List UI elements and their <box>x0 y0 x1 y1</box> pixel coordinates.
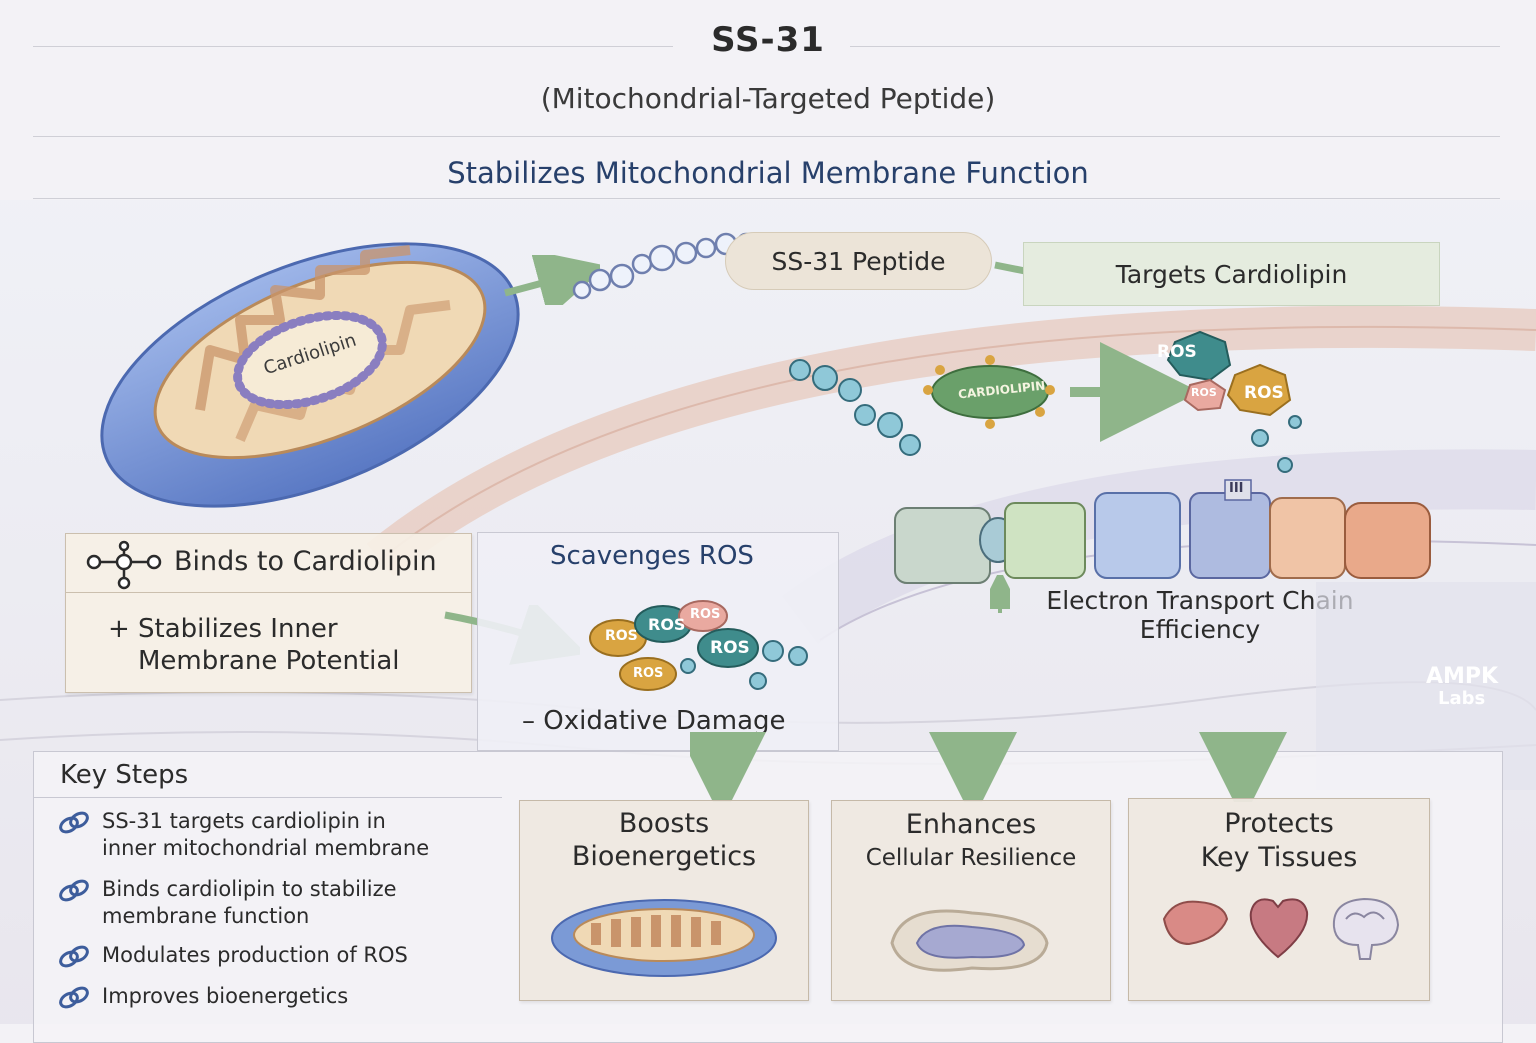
binds-panel-divider <box>66 592 471 593</box>
cardiolipin-ring <box>233 310 387 410</box>
outcome-title-line1: Enhances <box>905 809 1037 840</box>
outcome-card-tissues: Protects Key Tissues <box>1128 798 1430 1001</box>
title-rule-right <box>850 46 1500 47</box>
arrow-mito-to-peptide <box>504 255 600 305</box>
link-icon <box>59 811 89 834</box>
peptide-label-pill: SS-31 Peptide <box>725 232 992 290</box>
etc-label-line1: Electron Transport Chain <box>1046 586 1354 615</box>
ros-scavenge-label-2: ROS <box>648 615 686 634</box>
ros-scavenge-label-3: ROS <box>690 607 721 622</box>
outcome-title-line1: Boosts <box>618 808 710 839</box>
arrow-up-etc <box>990 575 1010 613</box>
membrane-molecules <box>789 330 1302 473</box>
electron-transport-chain-illustration <box>894 479 1431 584</box>
outcome-card-resilience: Enhances Cellular Resilience <box>831 800 1111 1001</box>
outcome-card-bioenergetics: Boosts Bioenergetics <box>519 800 809 1001</box>
ros-scavenge-label-1: ROS <box>605 628 638 644</box>
outcome-title-line1: Protects <box>1224 808 1334 839</box>
molecule-icon <box>86 540 162 590</box>
liver-icon <box>1162 900 1229 946</box>
ros-scavenge-illustration <box>589 600 808 691</box>
complex-iii-label: III <box>1229 481 1244 496</box>
binds-cardiolipin-panel <box>65 533 472 693</box>
key-step-line1: Binds cardiolipin to stabilize <box>102 877 397 901</box>
targets-cardiolipin-box: Targets Cardiolipin <box>1023 242 1440 306</box>
targets-cardiolipin-label: Targets Cardiolipin <box>1115 259 1348 289</box>
mitochondrion-small-icon <box>551 899 777 977</box>
subtitle-rule <box>33 136 1500 137</box>
key-steps-divider <box>34 797 502 798</box>
key-step-item: Improves bioenergetics <box>58 983 348 1011</box>
watermark-line2: Labs <box>1438 688 1486 709</box>
key-steps-title: Key Steps <box>60 760 189 790</box>
ros-label-top-1: ROS <box>1157 342 1197 362</box>
link-icon <box>59 879 89 902</box>
scavenge-panel-title: Scavenges ROS <box>550 541 754 571</box>
heart-icon <box>1249 898 1309 959</box>
binds-panel-line1: + Stabilizes Inner <box>108 614 338 644</box>
cell-icon <box>890 909 1049 972</box>
key-step-line2: inner mitochondrial membrane <box>102 836 430 860</box>
watermark-line1: AMPK <box>1426 664 1499 689</box>
key-step-line2: membrane function <box>102 904 310 928</box>
peptide-label: SS-31 Peptide <box>771 246 946 276</box>
key-step-item: SS-31 targets cardiolipin in inner mitoch… <box>58 808 429 862</box>
ros-scavenge-label-4: ROS <box>710 638 750 658</box>
key-step-item: Binds cardiolipin to stabilize membrane f… <box>58 876 397 930</box>
scavenge-panel-footer: – Oxidative Damage <box>522 706 786 736</box>
outcome-title-line2: Bioenergetics <box>571 841 757 872</box>
binds-panel-line2: Membrane Potential <box>138 646 400 676</box>
ros-cluster-icon <box>1166 330 1302 473</box>
link-icon <box>59 986 89 1009</box>
page-subtitle: (Mitochondrial-Targeted Peptide) <box>540 82 996 115</box>
key-step-line1: Improves bioenergetics <box>102 984 349 1008</box>
link-icon <box>59 945 89 968</box>
key-step-line1: Modulates production of ROS <box>102 943 408 967</box>
key-step-item: Modulates production of ROS <box>58 942 408 970</box>
title-rule-left <box>33 46 673 47</box>
heading-rule <box>33 198 1500 199</box>
outcome-title-line2: Key Tissues <box>1200 842 1358 873</box>
section-heading: Stabilizes Mitochondrial Membrane Functi… <box>447 156 1089 190</box>
ros-scavenge-label-5: ROS <box>633 666 664 681</box>
binds-panel-title: Binds to Cardiolipin <box>174 546 437 577</box>
outcome-arrows <box>690 732 1288 802</box>
ros-label-top-3: ROS <box>1191 386 1217 399</box>
page-title: SS-31 <box>711 20 825 60</box>
ros-label-top-2: ROS <box>1244 383 1284 403</box>
cardiolipin-cluster-icon <box>923 355 1055 429</box>
mitochondrion-illustration <box>100 242 520 508</box>
etc-label-line2: Efficiency <box>1139 615 1261 644</box>
brain-icon <box>1332 897 1400 960</box>
outcome-title-line2: Cellular Resilience <box>865 845 1077 871</box>
key-step-line1: SS-31 targets cardiolipin in <box>102 809 386 833</box>
